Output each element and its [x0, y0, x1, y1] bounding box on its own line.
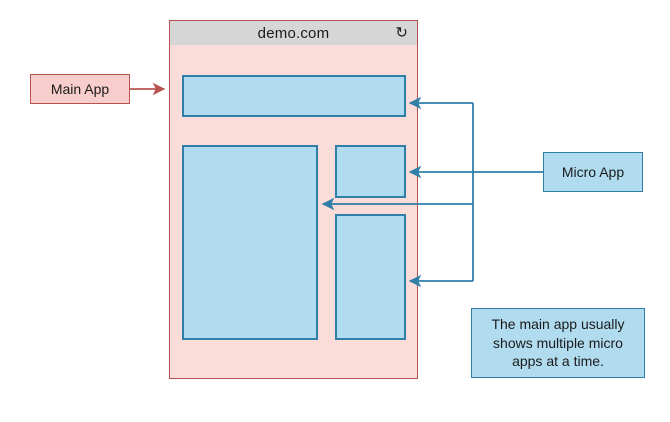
label-main-app-text: Main App — [50, 81, 110, 97]
micro-app-panel-main-content — [182, 145, 318, 340]
label-main-app: Main App — [30, 74, 130, 104]
label-micro-app-text: Micro App — [561, 164, 625, 180]
micro-app-panel-side-bottom — [335, 214, 406, 340]
note-box-multiple-micro-apps: The main app usually shows multiple micr… — [471, 308, 645, 378]
micro-app-panel-banner — [182, 75, 406, 117]
browser-url-label: demo.com — [257, 24, 330, 42]
note-box-text: The main app usually shows multiple micr… — [491, 315, 625, 370]
micro-app-panel-side-top — [335, 145, 406, 198]
browser-titlebar: demo.com ↻ — [170, 21, 417, 45]
label-micro-app: Micro App — [543, 152, 643, 192]
browser-window-main-app: demo.com ↻ — [169, 20, 418, 379]
reload-icon[interactable]: ↻ — [395, 24, 408, 42]
